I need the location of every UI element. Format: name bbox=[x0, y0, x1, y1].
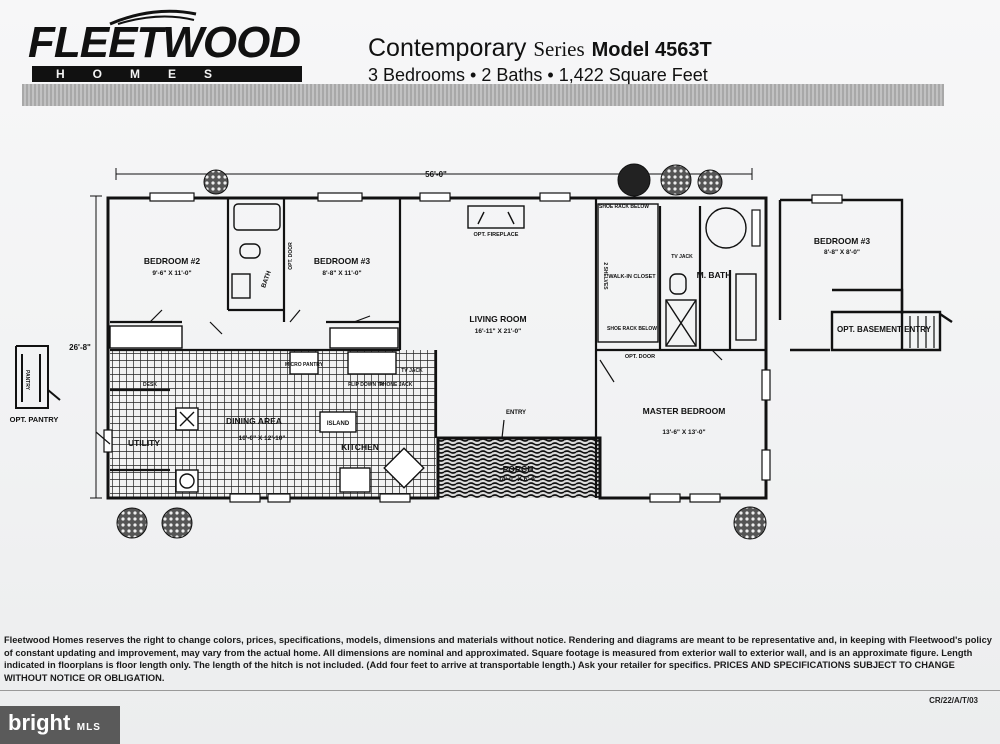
opt-pantry-label: OPT. PANTRY bbox=[10, 415, 59, 424]
island-label: ISLAND bbox=[327, 421, 350, 427]
opt-door-bedroom-label: OPT. DOOR bbox=[288, 242, 294, 270]
tree-icon bbox=[617, 163, 651, 197]
tree-icon bbox=[161, 507, 193, 539]
shelves-label: 2 SHELVES bbox=[602, 262, 608, 290]
porch-deck bbox=[438, 438, 600, 498]
room-dims-bedroom-2: 9'-6" X 11'-0" bbox=[152, 270, 191, 277]
brand-sub: HOMES bbox=[32, 66, 302, 82]
shoe-rack-bottom-label: SHOE RACK BELOW bbox=[607, 326, 657, 332]
series-title: Contemporary Series Model 4563T bbox=[368, 34, 712, 64]
shoe-rack-top-label: SHOE RACK BELOW bbox=[599, 204, 649, 210]
tree-icon bbox=[203, 169, 229, 195]
opt-pantry-inset bbox=[15, 345, 61, 409]
fireplace-label: OPT. FIREPLACE bbox=[474, 232, 519, 238]
tree-icon bbox=[697, 169, 723, 195]
bright-mls-watermark: bright MLS bbox=[0, 706, 120, 744]
landscape-trees bbox=[116, 163, 767, 540]
home-specs: 3 Bedrooms • 2 Baths • 1,422 Square Feet bbox=[368, 65, 708, 85]
doors bbox=[95, 309, 723, 445]
tree-icon bbox=[733, 506, 767, 540]
phone-jack-label: PHONE JACK bbox=[380, 382, 413, 388]
alt-window bbox=[811, 194, 843, 204]
room-label-master-bath: M. BATH bbox=[697, 270, 732, 280]
exterior-walls bbox=[106, 196, 768, 500]
document-code: CR/22/A/T/03 bbox=[929, 696, 978, 705]
opt-door-label: OPT. DOOR bbox=[625, 354, 655, 360]
room-label-kitchen: KITCHEN bbox=[341, 442, 379, 452]
room-label-living: LIVING ROOM bbox=[469, 314, 526, 324]
entry-label: ENTRY bbox=[506, 410, 526, 416]
micro-pantry-label: MICRO PANTRY bbox=[285, 362, 324, 368]
room-label-utility: UTILITY bbox=[128, 438, 160, 448]
room-dims-porch: 14'-0" X 6'-0" bbox=[498, 476, 538, 483]
room-dims-bedroom-3: 8'-8" X 11'-0" bbox=[322, 270, 361, 277]
tv-jack-kitchen-label: TV JACK bbox=[401, 368, 423, 374]
fixtures bbox=[109, 203, 757, 493]
watermark-word: bright bbox=[8, 710, 71, 735]
room-label-bath: BATH bbox=[260, 270, 273, 289]
header-band bbox=[22, 84, 944, 106]
pantry-small-label: PANTRY bbox=[24, 370, 30, 391]
basement-stairs bbox=[909, 316, 935, 348]
flip-down-tv-label: FLIP DOWN TV bbox=[348, 382, 384, 388]
watermark-tag: MLS bbox=[76, 722, 101, 733]
room-label-alt-bedroom-3: BEDROOM #3 bbox=[814, 236, 870, 246]
series-word: Series bbox=[533, 37, 585, 61]
room-label-master-bedroom: MASTER BEDROOM bbox=[643, 406, 726, 416]
walk-in-closet-label: WALK-IN CLOSET bbox=[608, 274, 656, 280]
brand-name: FLEETWOOD bbox=[28, 18, 301, 67]
windows bbox=[103, 192, 771, 503]
tree-icon bbox=[660, 164, 692, 196]
title-block: Contemporary Series Model 4563T 3 Bedroo… bbox=[368, 34, 712, 86]
interior-walls bbox=[110, 198, 766, 498]
tv-jack-bath-label: TV JACK bbox=[671, 254, 693, 260]
room-dims-dining: 10'-0" X 12'-10" bbox=[239, 435, 286, 442]
model-number: Model 4563T bbox=[591, 39, 712, 61]
overall-width: 56'-0" bbox=[425, 170, 447, 179]
opt-basement-entry-label: OPT. BASEMENT ENTRY bbox=[837, 325, 932, 334]
tree-icon bbox=[116, 507, 148, 539]
room-label-porch: PORCH bbox=[503, 464, 534, 474]
fleetwood-logo: FLEETWOOD HOMES bbox=[28, 8, 304, 82]
room-label-bedroom-3: BEDROOM #3 bbox=[314, 256, 370, 266]
room-dims-master-bedroom: 13'-6" X 13'-0" bbox=[662, 429, 705, 436]
series-prefix: Contemporary bbox=[368, 34, 527, 62]
desk-label: DESK bbox=[143, 382, 157, 388]
room-label-dining: DINING AREA bbox=[226, 416, 282, 426]
footer-rule bbox=[0, 690, 1000, 691]
overall-depth: 26'-8" bbox=[69, 343, 91, 352]
room-dims-alt-bedroom-3: 8'-8" X 8'-0" bbox=[824, 249, 860, 256]
floor-plan: 56'-0" 26'-8" bbox=[10, 163, 953, 540]
room-dims-living: 16'-11" X 21'-0" bbox=[475, 328, 521, 335]
disclaimer-text: Fleetwood Homes reserves the right to ch… bbox=[4, 635, 992, 683]
room-label-bedroom-2: BEDROOM #2 bbox=[144, 256, 200, 266]
swoosh-icon bbox=[109, 9, 197, 26]
